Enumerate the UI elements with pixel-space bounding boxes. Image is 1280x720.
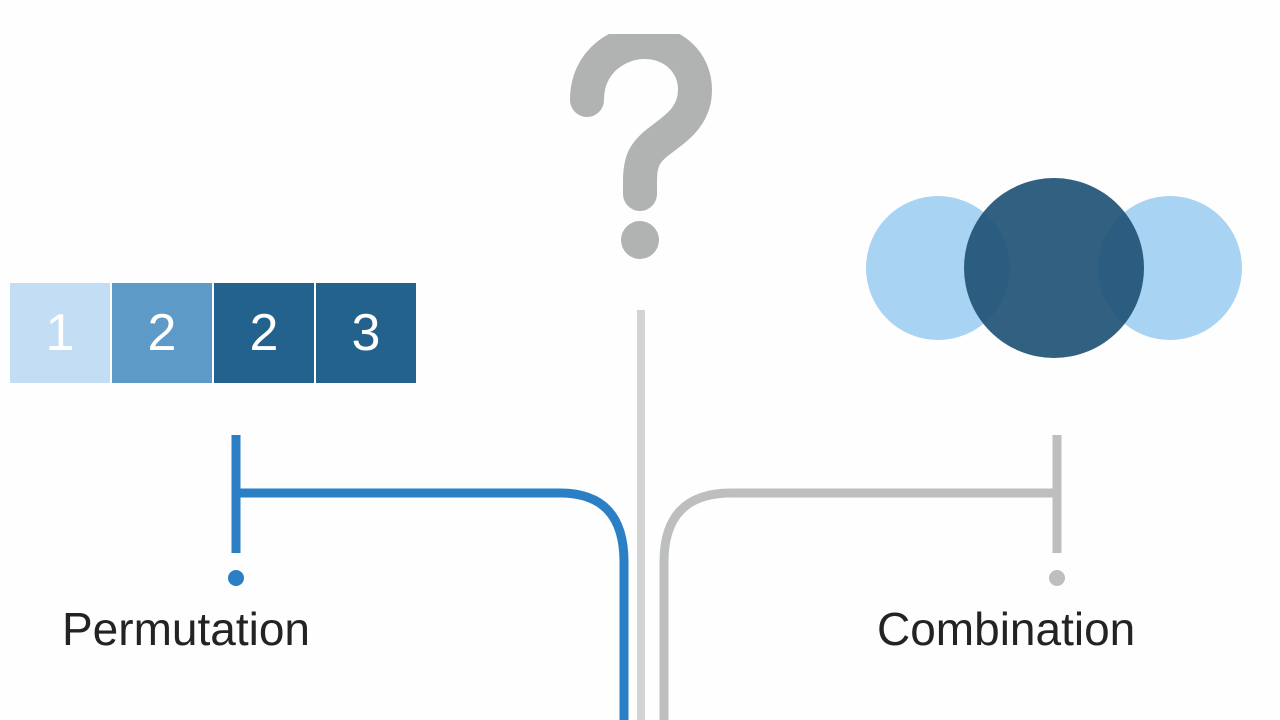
question-mark-icon (565, 34, 715, 264)
tile-value: 3 (351, 304, 381, 362)
tile-value: 1 (45, 304, 75, 362)
sequence-tile-4: 3 (316, 283, 416, 383)
overlapping-circles (866, 178, 1242, 358)
venn-center-circle (964, 178, 1144, 358)
label-permutation: Permutation (62, 603, 311, 655)
sequence-tile-3: 2 (214, 283, 314, 383)
sequence-tile-1: 1 (10, 283, 110, 383)
right-branch-dot (1049, 570, 1065, 586)
tile-value: 2 (249, 304, 279, 362)
sequence-tile-2: 2 (112, 283, 212, 383)
tile-value: 2 (147, 304, 177, 362)
left-branch-dot (228, 570, 244, 586)
ordered-sequence: 1 2 2 3 (10, 283, 416, 383)
label-combination: Combination (877, 603, 1136, 655)
